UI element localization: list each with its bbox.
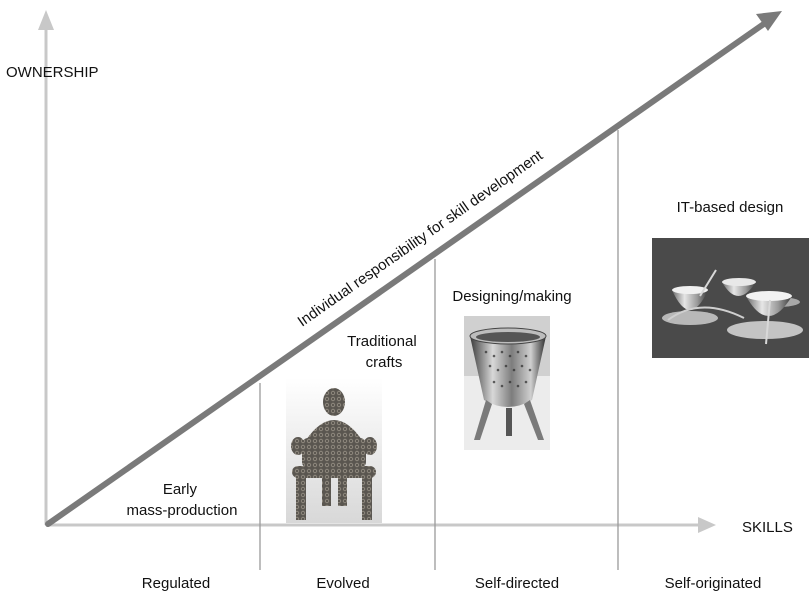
y-axis-label: OWNERSHIP (6, 64, 99, 81)
x-axis-label: SKILLS (742, 519, 793, 536)
category-label-self-directed: Self-directed (475, 575, 559, 592)
rendered-bowls-image (652, 238, 809, 358)
stage-label-designing: Designing/making (452, 288, 571, 305)
stage-label-it: IT-based design (677, 199, 784, 216)
category-label-self-originated: Self-originated (665, 575, 762, 592)
x-axis (46, 517, 716, 533)
woven-basket-image (286, 378, 382, 523)
stage-label-early: Early mass-production (127, 481, 238, 519)
category-label-evolved: Evolved (316, 575, 369, 592)
diagonal-arrow (45, 11, 782, 527)
metal-colander-image (464, 316, 550, 450)
y-axis (38, 10, 54, 525)
stage-label-traditional: Traditional crafts (347, 333, 421, 371)
category-label-regulated: Regulated (142, 575, 210, 592)
